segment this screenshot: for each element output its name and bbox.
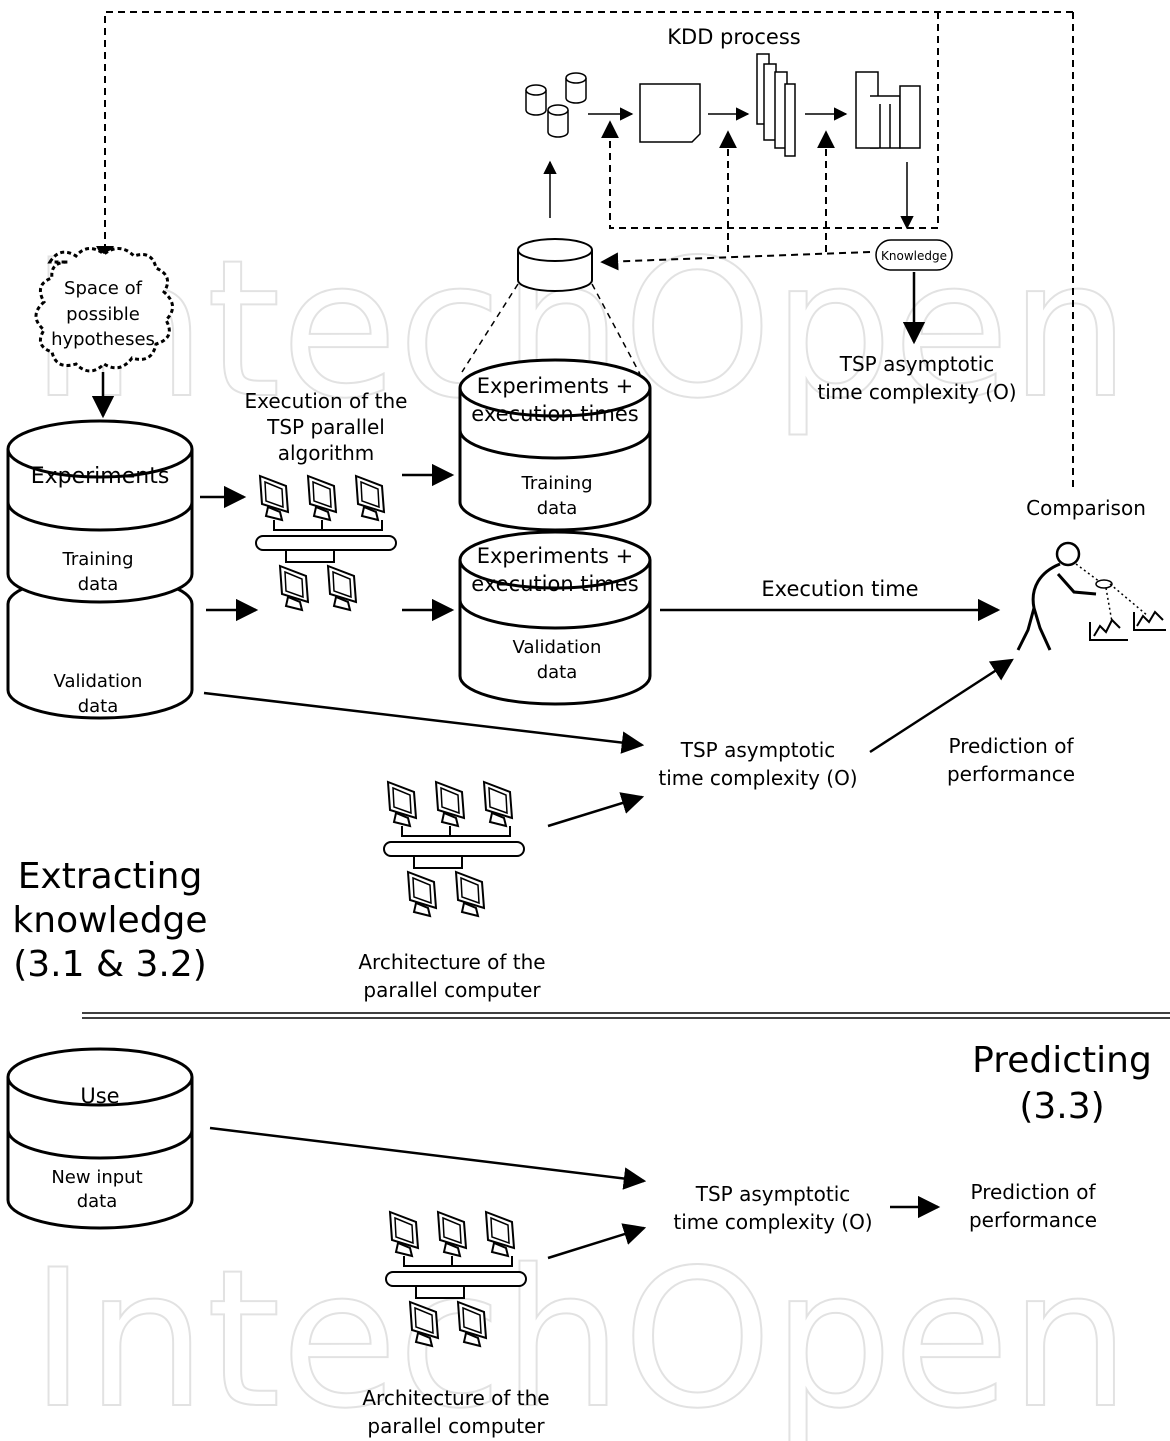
section-predict-line2: (3.3): [1019, 1086, 1104, 1127]
hypotheses-line2: possible: [66, 304, 140, 325]
validation-db-body2: data: [537, 662, 578, 683]
kdd-step-arrows: [543, 107, 914, 230]
prediction-bottom-line1: Prediction of: [971, 1180, 1097, 1204]
tsp-bottom-line2: time complexity (O): [673, 1210, 872, 1234]
validation-database: [458, 530, 652, 706]
kdd-sources-icon: [525, 72, 587, 138]
hypotheses-cloud: [34, 247, 174, 373]
tsp-top-line1: TSP asymptotic: [839, 352, 995, 376]
section-extract-line1: Extracting: [18, 856, 203, 897]
use-db-body1: New input: [51, 1167, 142, 1188]
hypotheses-line1: Space of: [64, 278, 143, 299]
validation-db-top1: Experiments +: [477, 544, 634, 568]
comparison-person-icon: [1016, 541, 1166, 651]
training-db-body1: Training: [520, 473, 592, 494]
execution-time-label: Execution time: [761, 577, 918, 601]
training-database: [458, 358, 652, 532]
kdd-transformed-icon: [756, 53, 796, 157]
experiments-validation-1: Validation: [54, 671, 143, 692]
section-predict-line1: Predicting: [972, 1040, 1152, 1081]
use-db-top: Use: [80, 1084, 119, 1108]
execution-line3: algorithm: [278, 441, 375, 465]
kdd-patterns-icon: [855, 71, 921, 149]
section-extract-line2: knowledge: [12, 900, 207, 941]
arch-bottom-line1: Architecture of the: [362, 1386, 549, 1410]
validation-db-body1: Validation: [513, 637, 602, 658]
tsp-bottom-line1: TSP asymptotic: [695, 1182, 851, 1206]
prediction-bottom-line2: performance: [969, 1208, 1097, 1232]
training-db-top1: Experiments +: [477, 374, 634, 398]
zoom-lines: [461, 283, 641, 375]
hypotheses-line3: hypotheses: [51, 329, 155, 350]
knowledge-label: Knowledge: [881, 249, 947, 263]
experiments-training-1: Training: [61, 549, 133, 570]
experiments-training-2: data: [78, 574, 119, 595]
feedback-loop-lines: [96, 11, 1074, 490]
validation-db-top2: execution times: [471, 572, 638, 596]
use-database: [6, 1047, 194, 1230]
use-db-body2: data: [77, 1191, 118, 1212]
merged-data-cylinder: [517, 238, 593, 292]
execution-line1: Execution of the: [245, 389, 408, 413]
experiments-validation-2: data: [78, 696, 119, 717]
arch-mid-line2: parallel computer: [363, 978, 541, 1002]
watermark-bottom: IntechOpen: [30, 1229, 1130, 1441]
section-extract-line3: (3.1 & 3.2): [13, 944, 207, 985]
section-separator: [82, 1012, 1170, 1019]
knowledge-node: [875, 239, 953, 271]
flow-arrows-bottom: [209, 1126, 941, 1260]
flow-arrows-top: [200, 463, 1014, 828]
prediction-mid-line1: Prediction of: [949, 734, 1075, 758]
tsp-top-line2: time complexity (O): [817, 380, 1016, 404]
execution-line2: TSP parallel: [266, 415, 385, 439]
arch-mid-line1: Architecture of the: [358, 950, 545, 974]
execution-cluster-icon: [256, 476, 396, 610]
kdd-title: KDD process: [667, 25, 801, 49]
prediction-mid-line2: performance: [947, 762, 1075, 786]
experiments-db-top: Experiments: [31, 464, 170, 489]
tsp-mid-line2: time complexity (O): [658, 766, 857, 790]
arch-bottom-line2: parallel computer: [367, 1414, 545, 1438]
training-db-body2: data: [537, 498, 578, 519]
comparison-label: Comparison: [1026, 496, 1146, 520]
tsp-mid-line1: TSP asymptotic: [680, 738, 836, 762]
experiments-database: [6, 419, 194, 720]
architecture-cluster-icon-mid: [384, 782, 524, 916]
training-db-top2: execution times: [471, 402, 638, 426]
kdd-preprocessed-icon: [639, 83, 701, 143]
